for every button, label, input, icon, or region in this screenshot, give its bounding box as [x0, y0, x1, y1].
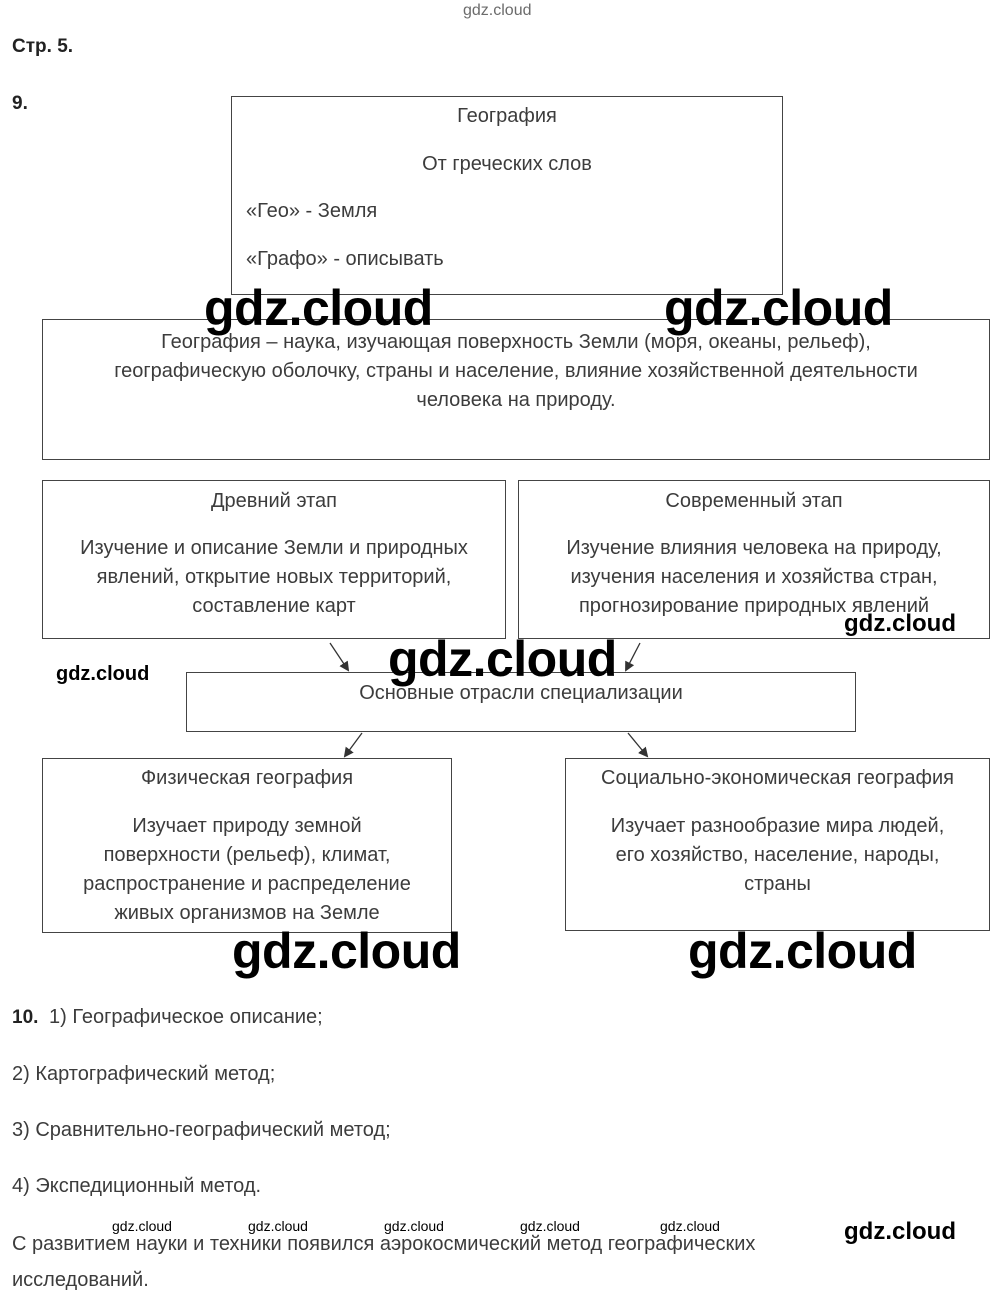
watermark-11: gdz.cloud — [384, 1218, 444, 1234]
watermark-5: gdz.cloud — [56, 663, 150, 685]
definition-line-2: географическую оболочку, страны и населе… — [114, 360, 918, 382]
definition-box: География – наука, изучающая поверхность… — [42, 319, 990, 460]
socioeconomic-geography-title: Социально-экономическая география — [601, 767, 954, 789]
modern-stage-line-1: Изучение влияния человека на природу, — [566, 537, 942, 559]
ancient-stage-line-2: явлений, открытие новых территорий, — [96, 566, 452, 588]
modern-stage-line-2: изучения населения и хозяйства стран, — [570, 566, 938, 588]
origin-title: География — [457, 105, 557, 127]
watermark-2: gdz.cloud — [664, 280, 893, 336]
watermark-6: gdz.cloud — [232, 923, 461, 979]
task-10-conclusion-line-1: С развитием науки и техники появился аэр… — [12, 1233, 756, 1255]
task-10-number: 10. — [12, 1007, 39, 1028]
socioeconomic-geography-line-1: Изучает разнообразие мира людей, — [610, 815, 945, 837]
modern-stage-title: Современный этап — [665, 490, 843, 512]
task-10-item-3: 3) Сравнительно-географический метод; — [12, 1119, 391, 1141]
task-10-item-1: 1) Географическое описание; — [49, 1006, 323, 1028]
watermark-13: gdz.cloud — [660, 1218, 720, 1234]
watermark-7: gdz.cloud — [688, 923, 917, 979]
origin-subtitle: От греческих слов — [422, 153, 592, 175]
physical-geography-line-1: Изучает природу земной — [132, 815, 362, 837]
modern-stage-box: Современный этап Изучение влияния челове… — [518, 480, 990, 639]
ancient-stage-box: Древний этап Изучение и описание Земли и… — [42, 480, 506, 639]
arrow-specializations-to-physical — [343, 732, 363, 758]
definition-line-1: География – наука, изучающая поверхность… — [161, 331, 871, 353]
arrow-ancient-to-specializations — [329, 642, 350, 672]
ancient-stage-line-3: составление карт — [192, 595, 356, 617]
task-10-item-2: 2) Картографический метод; — [12, 1063, 276, 1085]
task-10-conclusion-line-2: исследований. — [12, 1269, 149, 1291]
definition-line-3: человека на природу. — [416, 389, 616, 411]
watermark-9: gdz.cloud — [112, 1218, 172, 1234]
watermark-4: gdz.cloud — [844, 610, 956, 637]
watermark-8: gdz.cloud — [844, 1218, 956, 1245]
task-9-number: 9. — [12, 93, 28, 114]
watermark-3: gdz.cloud — [388, 631, 617, 687]
socioeconomic-geography-line-3: страны — [744, 873, 811, 895]
physical-geography-line-3: распространение и распределение — [83, 873, 411, 895]
physical-geography-title: Физическая география — [140, 767, 354, 789]
physical-geography-line-2: поверхности (рельеф), климат, — [103, 844, 391, 866]
task-10-item-4: 4) Экспедиционный метод. — [12, 1175, 262, 1197]
physical-geography-box: Физическая география Изучает природу зем… — [42, 758, 452, 933]
specializations-title: Основные отрасли специализации — [359, 682, 683, 704]
watermark-12: gdz.cloud — [520, 1218, 580, 1234]
watermark-top: gdz.cloud — [463, 2, 532, 19]
socioeconomic-geography-box: Социально-экономическая география Изучае… — [565, 758, 990, 931]
arrow-specializations-to-socioeconomic — [627, 732, 649, 758]
socioeconomic-geography-line-2: его хозяйство, население, народы, — [615, 844, 940, 866]
watermark-10: gdz.cloud — [248, 1218, 308, 1234]
origin-box: География От греческих слов «Гео» - Земл… — [231, 96, 783, 295]
physical-geography-line-4: живых организмов на Земле — [114, 902, 380, 924]
ancient-stage-line-1: Изучение и описание Земли и природных — [80, 537, 468, 559]
origin-line-grafo: «Графо» - описывать — [246, 248, 444, 270]
modern-stage-line-3: прогнозирование природных явлений — [578, 595, 930, 617]
arrow-modern-to-specializations — [625, 642, 641, 672]
specializations-box: Основные отрасли специализации — [186, 672, 856, 732]
origin-line-geo: «Гео» - Земля — [246, 200, 378, 222]
ancient-stage-title: Древний этап — [210, 490, 337, 512]
page-reference: Стр. 5. — [12, 36, 74, 57]
watermark-1: gdz.cloud — [204, 280, 433, 336]
